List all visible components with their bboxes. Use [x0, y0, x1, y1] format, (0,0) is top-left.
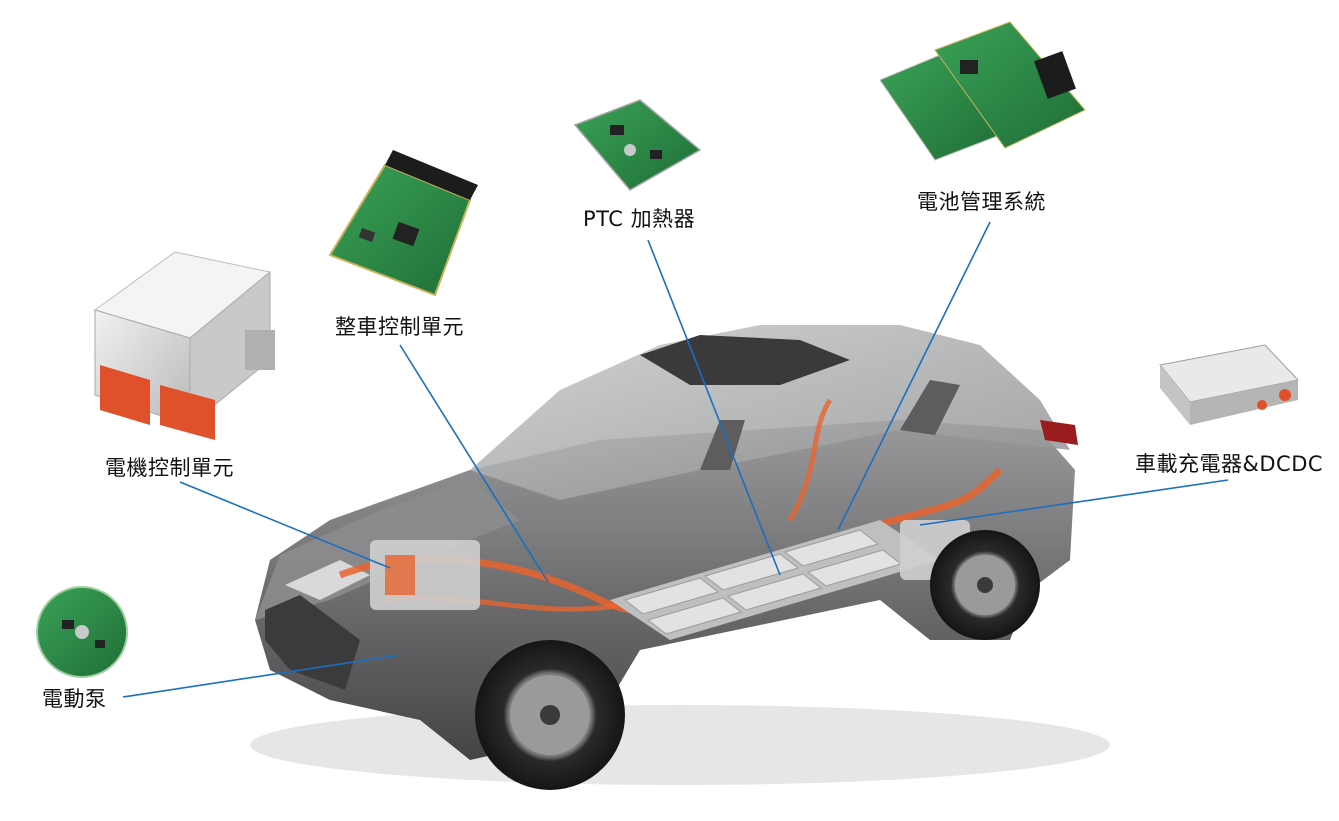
motor-controller-unit-image [93, 251, 275, 440]
leader-line-motor-controller [179, 481, 391, 569]
electric-pump-board-image [36, 586, 128, 678]
leader-line-bms [837, 221, 991, 531]
label-battery-management-system: 電池管理系統 [917, 190, 1046, 214]
label-vehicle-control-unit: 整車控制單元 [335, 315, 464, 339]
onboard-charger-dcdc-image [1159, 344, 1299, 425]
leader-line-electric-pump [122, 654, 401, 698]
leader-line-charger-dcdc [919, 479, 1229, 526]
car-cutaway-illustration [250, 325, 1110, 790]
leader-line-ptc-heater [647, 239, 781, 576]
leader-line-vehicle-controller [399, 344, 549, 583]
battery-management-system-image [879, 21, 1086, 161]
leader-lines [122, 221, 1229, 698]
label-ptc-heater: PTC 加熱器 [583, 207, 696, 231]
ptc-heater-board-image [573, 99, 702, 191]
label-motor-controller-unit: 電機控制單元 [105, 456, 234, 480]
vehicle-control-unit-image [328, 150, 478, 297]
label-onboard-charger-dcdc: 車載充電器&DCDC [1135, 452, 1324, 476]
label-electric-pump: 電動泵 [42, 687, 107, 711]
